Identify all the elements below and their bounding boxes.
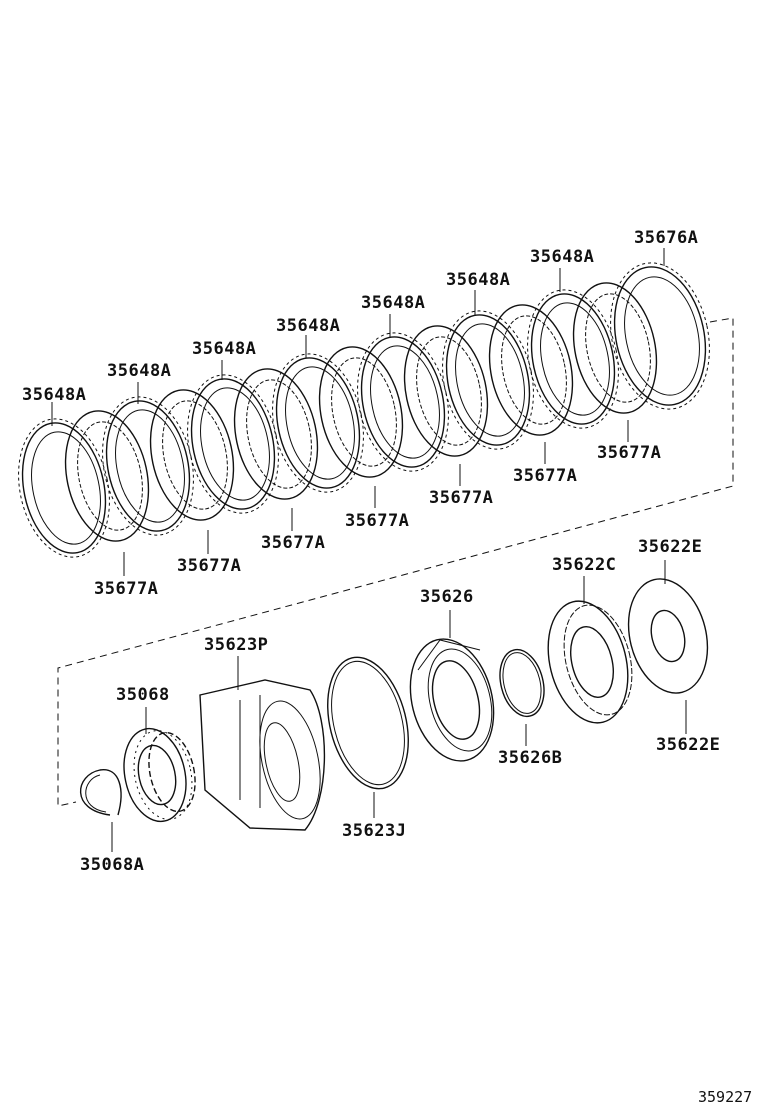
- flange-plate-35676a: [610, 262, 710, 410]
- label-35677a: 35677A: [177, 556, 241, 576]
- clutch-disc-35677a: [572, 282, 658, 414]
- clutch-plate-35648a: [527, 289, 619, 429]
- clutch-plate-35648a: [442, 310, 534, 450]
- label-35677a: 35677A: [513, 466, 577, 486]
- label-35626b: 35626B: [498, 748, 562, 768]
- label-35622e: 35622E: [656, 735, 720, 755]
- clutch-plate-35648a: [18, 418, 110, 558]
- label-35677a: 35677A: [261, 533, 325, 553]
- clutch-plate-35648a: [357, 332, 449, 472]
- label-35648a: 35648A: [530, 247, 594, 267]
- label-35677a: 35677A: [94, 579, 158, 599]
- one-way-clutch-35068: [123, 727, 196, 823]
- label-35648a: 35648A: [107, 361, 171, 381]
- clutch-disc-35677a: [488, 304, 574, 436]
- label-35648a: 35648A: [192, 339, 256, 359]
- label-35677a: 35677A: [429, 488, 493, 508]
- o-ring-35626b: [499, 648, 545, 718]
- label-35068a: 35068A: [80, 855, 144, 875]
- piston-35626: [409, 638, 495, 762]
- label-35648a: 35648A: [22, 385, 86, 405]
- clutch-disc-35677a: [318, 346, 404, 478]
- label-35623p: 35623P: [204, 635, 268, 655]
- clutch-plate-35648a: [102, 396, 194, 536]
- label-35622e: 35622E: [638, 537, 702, 557]
- clutch-disc-35677a: [149, 389, 235, 521]
- label-35623j: 35623J: [342, 821, 406, 841]
- clutch-plate-35648a: [187, 374, 279, 514]
- assembly-boundary: [57, 317, 734, 807]
- snap-ring-35068a: [79, 769, 122, 816]
- clutch-pack: [18, 262, 710, 558]
- label-35626: 35626: [420, 587, 474, 607]
- o-ring-35623j: [327, 656, 409, 790]
- drum-35623p: [199, 679, 326, 831]
- label-35677a: 35677A: [597, 443, 661, 463]
- label-35677a: 35677A: [345, 511, 409, 531]
- clutch-disc-35677a: [403, 325, 489, 457]
- label-35648a: 35648A: [276, 316, 340, 336]
- label-35648a: 35648A: [361, 293, 425, 313]
- seal-35622e: [627, 578, 709, 694]
- label-35068: 35068: [116, 685, 170, 705]
- label-35648a: 35648A: [446, 270, 510, 290]
- clutch-disc-35677a: [233, 368, 319, 500]
- diagram-id: 359227: [698, 1088, 752, 1106]
- leader-lines: [51, 248, 687, 852]
- piston-35622c: [547, 600, 633, 724]
- label-35622c: 35622C: [552, 555, 616, 575]
- clutch-disc-35677a: [64, 410, 150, 542]
- clutch-plate-35648a: [272, 353, 364, 493]
- part-labels: 35648A 35648A 35648A 35648A 35648A 35648…: [22, 228, 720, 875]
- label-35676a: 35676A: [634, 228, 698, 248]
